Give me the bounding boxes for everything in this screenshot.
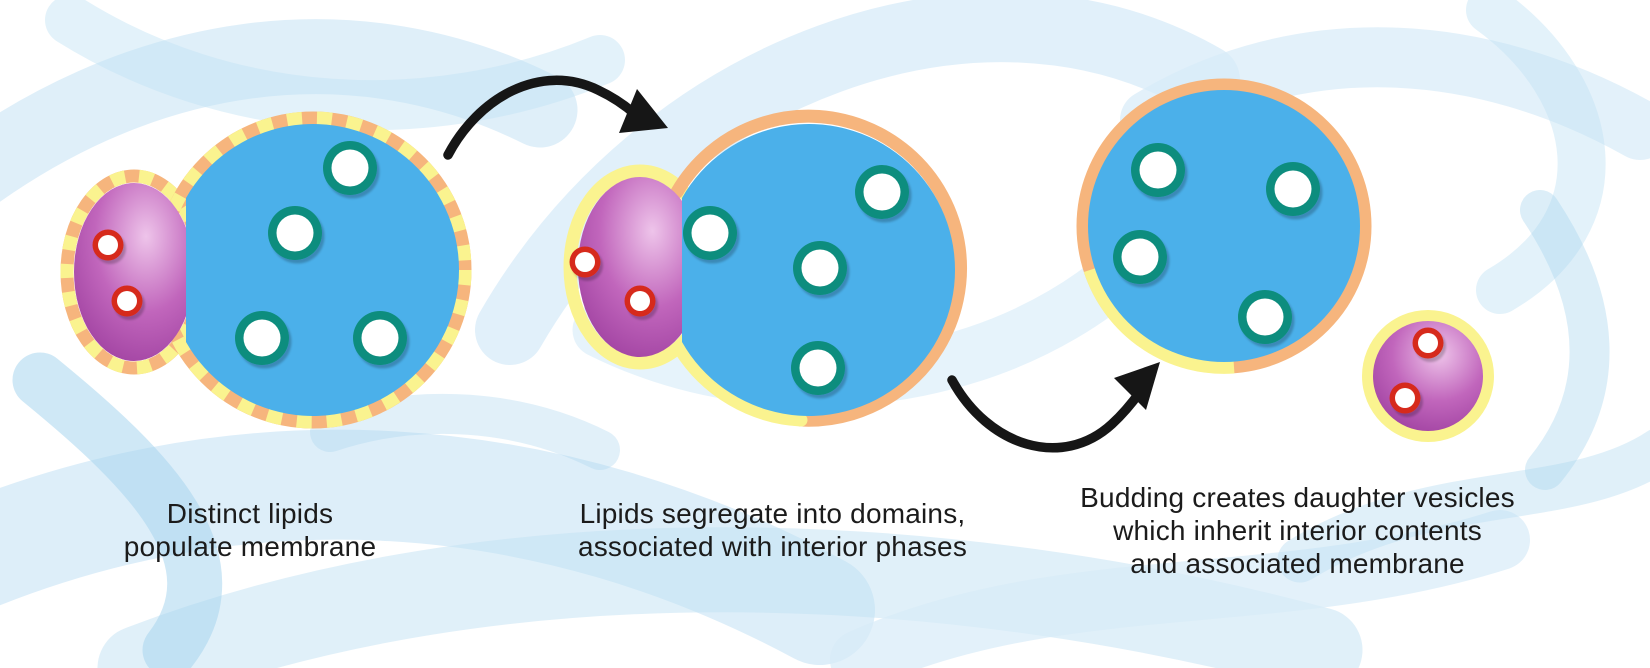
- particle-core: [799, 349, 837, 387]
- stage2-caption: Lipids segregate into domains, associate…: [570, 497, 975, 563]
- stage3-caption: Budding creates daughter vesicles which …: [1065, 481, 1530, 580]
- stage1-teal-particle: [323, 141, 377, 195]
- stage1-purple-phase: [74, 183, 194, 361]
- arrow-2-head: [1114, 362, 1160, 410]
- stage2-body-membrane-orange-arc: [670, 109, 968, 427]
- particle-core: [117, 291, 137, 311]
- background-brush-stroke: [1277, 429, 1650, 583]
- stage2-red-particle: [624, 285, 656, 317]
- stage2-body-membrane-yellow-arc: [673, 342, 808, 427]
- vesicle-stage-1: [60, 111, 472, 429]
- stage2-teal-particle: [855, 165, 909, 219]
- arrow-1-shaft: [443, 75, 641, 160]
- background-brush-stroke: [1520, 190, 1610, 490]
- particle-core: [1139, 151, 1177, 189]
- stage2-teal-particle: [791, 341, 845, 395]
- stage1-body-membrane-yellow-dashes: [154, 111, 472, 429]
- background-brush-stroke: [310, 393, 620, 470]
- background-brush-stroke: [12, 352, 223, 668]
- background-brush-stroke: [1466, 0, 1606, 314]
- stage3-teal-particle: [1238, 290, 1292, 344]
- stage3-teal-particle: [1113, 230, 1167, 284]
- caption-line: populate membrane: [123, 531, 377, 562]
- stage3-red-particle: [1389, 382, 1421, 414]
- vesicle-stage-3: [1076, 78, 1494, 442]
- arrow-1-head: [619, 89, 668, 133]
- caption-line: Distinct lipids: [166, 498, 334, 529]
- particle-core: [863, 173, 901, 211]
- particle-core: [1395, 388, 1415, 408]
- arrow-2: [947, 362, 1160, 453]
- arrow-2-shaft: [947, 375, 1145, 453]
- stage3-blue-phase: [1088, 90, 1360, 362]
- particle-core: [801, 249, 839, 287]
- stage2-red-particle: [569, 246, 601, 278]
- stage2-teal-particle: [683, 206, 737, 260]
- caption-line: Lipids segregate into domains,: [579, 498, 966, 529]
- particle-core: [1121, 238, 1159, 276]
- particle-core: [276, 214, 314, 252]
- stage1-red-particle: [111, 285, 143, 317]
- background-brush-stroke: [830, 510, 1530, 668]
- particle-core: [331, 149, 369, 187]
- stage2-teal-particle: [793, 241, 847, 295]
- stage3-teal-particle: [1266, 162, 1320, 216]
- stage1-teal-particle: [353, 311, 407, 365]
- stage3-teal-particle: [1131, 143, 1185, 197]
- caption-line: associated with interior phases: [577, 531, 968, 562]
- arrow-1: [443, 75, 668, 160]
- stage1-red-particle: [92, 229, 124, 261]
- particle-core: [98, 235, 118, 255]
- caption-line: which inherit interior contents: [1113, 515, 1482, 546]
- stage1-teal-particle: [268, 206, 322, 260]
- stage3-daughter-purple-vesicle: [1362, 310, 1494, 442]
- stage1-caption: Distinct lipids populate membrane: [50, 497, 450, 563]
- stage3-blue-vesicle-membrane-yellow-arc: [1083, 267, 1235, 374]
- background-brush-stroke: [0, 19, 578, 202]
- particle-core: [1418, 333, 1438, 353]
- particle-core: [630, 291, 650, 311]
- particle-core: [1274, 170, 1312, 208]
- caption-line: and associated membrane: [1130, 548, 1465, 579]
- stage2-purple-phase: [578, 177, 702, 357]
- vesicle-stage-2: [563, 109, 968, 427]
- particle-core: [1246, 298, 1284, 336]
- stage3-red-particle: [1412, 327, 1444, 359]
- particle-core: [243, 319, 281, 357]
- caption-line: Budding creates daughter vesicles: [1080, 482, 1515, 513]
- stage1-teal-particle: [235, 311, 289, 365]
- particle-core: [575, 252, 595, 272]
- particle-core: [361, 319, 399, 357]
- particle-core: [691, 214, 729, 252]
